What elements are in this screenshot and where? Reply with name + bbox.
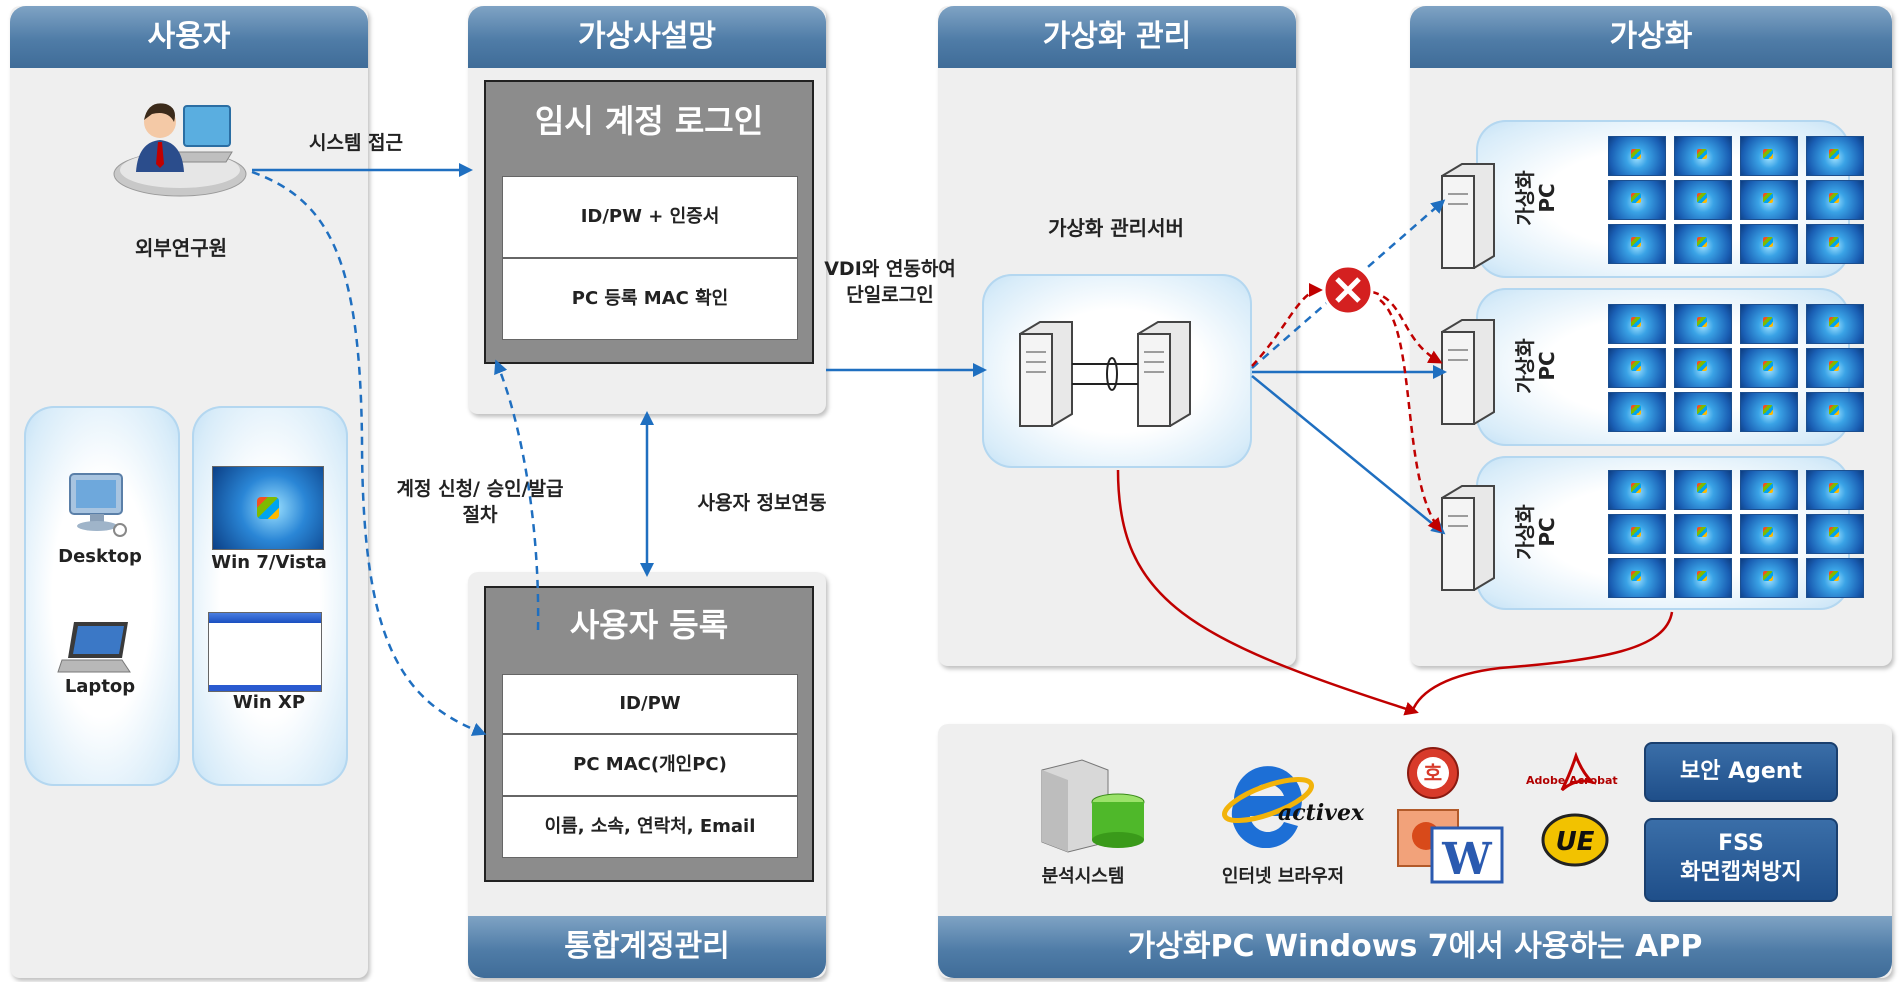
fss-button: FSS 화면캡쳐방지: [1644, 818, 1838, 902]
user-info-label: 사용자 정보연동: [697, 492, 827, 514]
virtual-pc-thumbnail: [1740, 558, 1798, 598]
virtual-pc-thumbnail: [1608, 224, 1666, 264]
vpc-label-line-2: PC: [1535, 183, 1559, 213]
virtual-pc-thumbnail: [1806, 558, 1864, 598]
mgmt-server-label: 가상화 관리서버: [1048, 216, 1184, 240]
virtual-pc-thumbnail: [1608, 304, 1666, 344]
virtual-pc-thumbnail: [1608, 180, 1666, 220]
virtual-pc-thumbnail: [1806, 514, 1864, 554]
winxp-screenshot: [208, 612, 322, 692]
vpc-label-line-2: PC: [1535, 517, 1559, 547]
virtual-pc-thumbnail: [1674, 558, 1732, 598]
virtual-pc-thumbnail: [1674, 392, 1732, 432]
virtual-pc-thumbnail: [1806, 470, 1864, 510]
database-icon: [1041, 759, 1145, 853]
os-bubble: [192, 406, 348, 786]
acrobat-icon: [1560, 752, 1596, 792]
account-footer: 통합계정관리: [468, 916, 826, 978]
apps-footer: 가상화PC Windows 7에서 사용하는 APP: [938, 916, 1892, 978]
laptop-icon: [57, 622, 131, 673]
account-proc-label-1: 계정 신청/ 승인/발급: [396, 478, 564, 500]
desktop-icon: [69, 473, 127, 537]
user-register-title: 사용자 등록: [569, 606, 729, 644]
virtual-pc-thumbnail: [1674, 514, 1732, 554]
virtual-pc-thumbnail: [1806, 180, 1864, 220]
virtual-pc-thumbnail: [1608, 470, 1666, 510]
win7-label: Win 7/Vista: [211, 552, 327, 573]
virtual-pc-thumbnail: [1674, 180, 1732, 220]
windows-logo-icon: [257, 497, 279, 519]
temp-login-box: 임시 계정 로그인 ID/PW + 인증서 PC 등록 MAC 확인: [484, 80, 814, 364]
office-icon: W: [1397, 809, 1504, 884]
virtual-pc-thumbnail: [1740, 304, 1798, 344]
virtual-pc-thumbnail: [1740, 514, 1798, 554]
vpn-header: 가상사설망: [468, 6, 826, 68]
vpc-label-line-1: 가상화: [1513, 504, 1537, 560]
mgmt-server-bubble: [982, 274, 1252, 468]
fss-label-2: 화면캡쳐방지: [1680, 860, 1802, 885]
virtual-pc-thumbnail: [1806, 224, 1864, 264]
activex-label: activex: [1278, 800, 1365, 826]
virtual-pc-thumbnail: [1608, 514, 1666, 554]
virtual-pc-thumbnail: [1806, 136, 1864, 176]
virtual-pc-thumbnail: [1674, 224, 1732, 264]
svg-text:호: 호: [1424, 761, 1442, 785]
analysis-system-label: 분석시스템: [1041, 866, 1125, 887]
laptop-label: Laptop: [64, 676, 136, 697]
virtual-pc-thumbnail: [1608, 136, 1666, 176]
vpc-label-line-2: PC: [1535, 351, 1559, 381]
virtual-pc-thumbnail: [1608, 392, 1666, 432]
vpc-label-line-1: 가상화: [1513, 338, 1537, 394]
register-row-info: 이름, 소속, 연락처, Email: [502, 796, 798, 858]
device-bubble: [24, 406, 180, 786]
user-header: 사용자: [10, 6, 368, 68]
virtual-pc-thumbnail: [1740, 136, 1798, 176]
virtual-pc-thumbnail: [1806, 348, 1864, 388]
register-row-mac: PC MAC(개인PC): [502, 734, 798, 796]
system-access-label: 시스템 접근: [308, 132, 403, 154]
winxp-label: Win XP: [232, 692, 306, 713]
account-proc-label-2: 절차: [462, 504, 498, 526]
vpc-label-line-1: 가상화: [1513, 170, 1537, 226]
virtual-pc-thumbnail: [1740, 224, 1798, 264]
hwp-icon: 호: [1407, 747, 1459, 799]
login-row-mac: PC 등록 MAC 확인: [502, 258, 798, 340]
virtual-pc-thumbnail: [1740, 392, 1798, 432]
virtual-pc-thumbnail: [1608, 558, 1666, 598]
browser-label: 인터넷 브라우저: [1221, 866, 1345, 887]
virtual-pc-thumbnail: [1674, 470, 1732, 510]
virtual-pc-thumbnail: [1674, 304, 1732, 344]
register-row-idpw: ID/PW: [502, 674, 798, 734]
virtual-pc-thumbnail: [1674, 136, 1732, 176]
virt-header: 가상화: [1410, 6, 1892, 68]
svg-text:W: W: [1441, 834, 1492, 884]
virtual-pc-thumbnail: [1740, 348, 1798, 388]
login-row-idpw: ID/PW + 인증서: [502, 176, 798, 258]
virtual-pc-thumbnail: [1674, 348, 1732, 388]
mgmt-header: 가상화 관리: [938, 6, 1296, 68]
ie-browser-icon: [1222, 766, 1314, 848]
fss-label-1: FSS: [1718, 831, 1764, 856]
ultraedit-icon: UE: [1541, 813, 1609, 867]
vdi-label-2: 단일로그인: [846, 284, 934, 306]
user-register-box: 사용자 등록 ID/PW PC MAC(개인PC) 이름, 소속, 연락처, E…: [484, 586, 814, 882]
win7-screenshot: [212, 466, 324, 550]
researcher-label: 외부연구원: [135, 236, 227, 260]
virtual-pc-thumbnail: [1806, 392, 1864, 432]
virtual-pc-thumbnail: [1806, 304, 1864, 344]
temp-login-title: 임시 계정 로그인: [534, 102, 764, 140]
desktop-label: Desktop: [58, 546, 142, 567]
security-agent-button: 보안 Agent: [1644, 742, 1838, 802]
virtual-pc-thumbnail: [1740, 470, 1798, 510]
researcher-icon: [113, 103, 247, 197]
virtual-pc-thumbnail: [1740, 180, 1798, 220]
svg-text:UE: UE: [1556, 827, 1595, 857]
blocked-x-icon: [1322, 264, 1374, 316]
virtual-pc-thumbnail: [1608, 348, 1666, 388]
vdi-label-1: VDI와 연동하여: [824, 258, 956, 280]
